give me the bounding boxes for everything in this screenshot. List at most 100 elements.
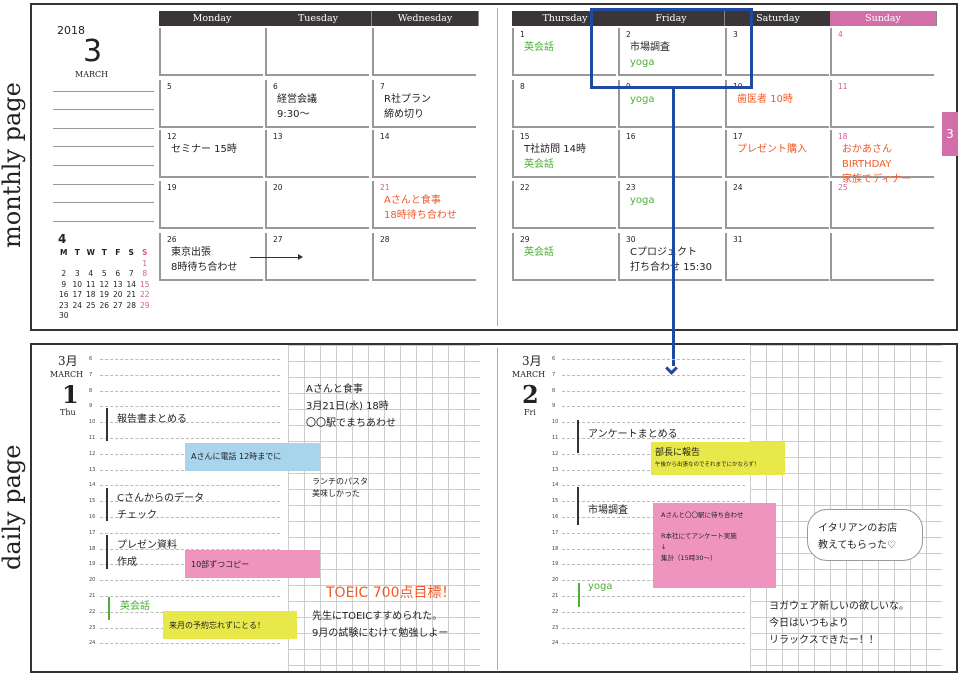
event[interactable]: yoga bbox=[630, 94, 655, 105]
day-cell[interactable] bbox=[159, 28, 263, 76]
mini-day[interactable] bbox=[125, 311, 139, 322]
mini-day[interactable]: 14 bbox=[126, 279, 137, 289]
mini-day[interactable]: 25 bbox=[85, 300, 96, 310]
mini-day[interactable] bbox=[71, 259, 85, 270]
event[interactable]: 歯医者 10時 bbox=[737, 94, 793, 105]
mini-day[interactable] bbox=[111, 311, 125, 322]
mini-day[interactable]: 2 bbox=[61, 269, 67, 278]
mini-day[interactable]: 1 bbox=[142, 258, 148, 268]
event[interactable]: T社訪問 14時 bbox=[524, 144, 587, 155]
day-cell[interactable]: 31 bbox=[725, 233, 829, 281]
mini-day[interactable]: 19 bbox=[99, 290, 110, 299]
event[interactable]: 8時待ち合わせ bbox=[171, 262, 238, 273]
event[interactable]: Cプロジェクト bbox=[630, 247, 697, 258]
mini-day[interactable] bbox=[125, 259, 139, 270]
mini-day[interactable] bbox=[98, 311, 112, 322]
event[interactable]: プレゼント購入 bbox=[737, 144, 807, 155]
event[interactable]: 打ち合わせ 15:30 bbox=[630, 262, 712, 273]
mini-day[interactable] bbox=[84, 259, 98, 270]
day-cell[interactable]: 28 bbox=[372, 233, 476, 281]
mini-day[interactable]: 10 bbox=[72, 279, 83, 289]
event[interactable]: 18時待ち合わせ bbox=[384, 210, 457, 221]
event[interactable]: おかあさん bbox=[842, 144, 892, 155]
mini-day[interactable]: 15 bbox=[139, 279, 150, 289]
mini-day[interactable]: 18 bbox=[85, 290, 96, 299]
mini-day[interactable] bbox=[71, 311, 85, 322]
event[interactable]: BIRTHDAY bbox=[842, 159, 892, 170]
event[interactable]: 英会話 bbox=[524, 42, 554, 53]
day-cell[interactable]: 24 bbox=[725, 181, 829, 229]
sticky-note-pink[interactable]: Aさんと〇〇駅に待ち合わせ R本社にてアンケート実施 ↓ 集計（15時30〜） bbox=[653, 503, 776, 588]
day-cell[interactable]: 13 bbox=[265, 130, 369, 178]
mini-day[interactable]: 27 bbox=[112, 300, 123, 310]
mini-day[interactable]: 28 bbox=[126, 300, 137, 310]
mini-day[interactable]: 9 bbox=[61, 279, 67, 289]
event[interactable]: 9:30〜 bbox=[277, 109, 310, 120]
event[interactable]: 東京出張 bbox=[171, 247, 211, 258]
sticky-note-yellow[interactable]: 来月の予約忘れずにとる！ bbox=[163, 611, 297, 639]
day-cell[interactable]: 20 bbox=[265, 181, 369, 229]
mini-day[interactable] bbox=[111, 259, 125, 270]
mini-day[interactable]: 24 bbox=[72, 300, 83, 310]
day-cell[interactable]: 5 bbox=[159, 80, 263, 128]
event[interactable]: 家族でディナー bbox=[842, 174, 912, 185]
sticky-note-pink[interactable]: 10部ずつコピー bbox=[185, 550, 320, 578]
mini-day[interactable]: 23 bbox=[58, 300, 69, 310]
mini-day[interactable] bbox=[84, 311, 98, 322]
event[interactable]: R社プラン bbox=[384, 94, 431, 105]
day-cell[interactable] bbox=[265, 28, 369, 76]
mini-day[interactable]: 8 bbox=[142, 269, 148, 278]
day-cell[interactable] bbox=[372, 28, 476, 76]
mini-day[interactable]: 5 bbox=[101, 269, 107, 278]
mini-day[interactable]: 30 bbox=[58, 311, 69, 320]
mini-day[interactable]: 26 bbox=[99, 300, 110, 310]
mini-day[interactable]: 16 bbox=[58, 290, 69, 299]
day-cell[interactable]: 19 bbox=[159, 181, 263, 229]
mini-day[interactable]: 21 bbox=[126, 290, 137, 299]
day-cell[interactable] bbox=[830, 233, 934, 281]
event[interactable]: セミナー 15時 bbox=[171, 144, 237, 155]
day-cell[interactable]: 3 bbox=[725, 28, 829, 76]
mini-day[interactable]: 6 bbox=[115, 269, 121, 278]
mini-day[interactable]: 11 bbox=[85, 279, 96, 289]
event[interactable]: yoga bbox=[630, 195, 655, 206]
mini-day[interactable]: 3 bbox=[74, 269, 80, 278]
event[interactable]: 英会話 bbox=[524, 159, 554, 170]
day-cell[interactable]: 4 bbox=[830, 28, 934, 76]
mini-day[interactable]: 7 bbox=[128, 269, 134, 278]
mini-day[interactable]: 20 bbox=[112, 290, 123, 299]
day-cell[interactable]: 16 bbox=[618, 130, 722, 178]
event[interactable]: 締め切り bbox=[384, 109, 424, 120]
day-cell[interactable]: 22 bbox=[512, 181, 616, 229]
mini-day[interactable]: 17 bbox=[72, 290, 83, 299]
mini-day[interactable]: 12 bbox=[99, 279, 110, 289]
month-tab[interactable]: 3 bbox=[942, 112, 958, 156]
event[interactable]: 英会話 bbox=[524, 247, 554, 258]
event[interactable]: 市場調査 bbox=[630, 42, 670, 53]
day-cell[interactable]: 11 bbox=[830, 80, 934, 128]
sticky-note-blue[interactable]: Aさんに電話 12時までに bbox=[185, 443, 320, 471]
day-cell[interactable]: 25 bbox=[830, 181, 934, 229]
event[interactable]: yoga bbox=[630, 57, 655, 68]
day-cell[interactable]: 8 bbox=[512, 80, 616, 128]
mini-day[interactable] bbox=[57, 259, 71, 270]
event[interactable]: 経営会議 bbox=[277, 94, 317, 105]
mini-day[interactable]: 4 bbox=[88, 269, 94, 278]
mini-day[interactable] bbox=[98, 259, 112, 270]
mini-day[interactable]: 13 bbox=[112, 279, 123, 289]
mini-day[interactable]: 29 bbox=[139, 300, 150, 310]
day-cell[interactable]: 14 bbox=[372, 130, 476, 178]
mini-day[interactable] bbox=[138, 311, 152, 322]
